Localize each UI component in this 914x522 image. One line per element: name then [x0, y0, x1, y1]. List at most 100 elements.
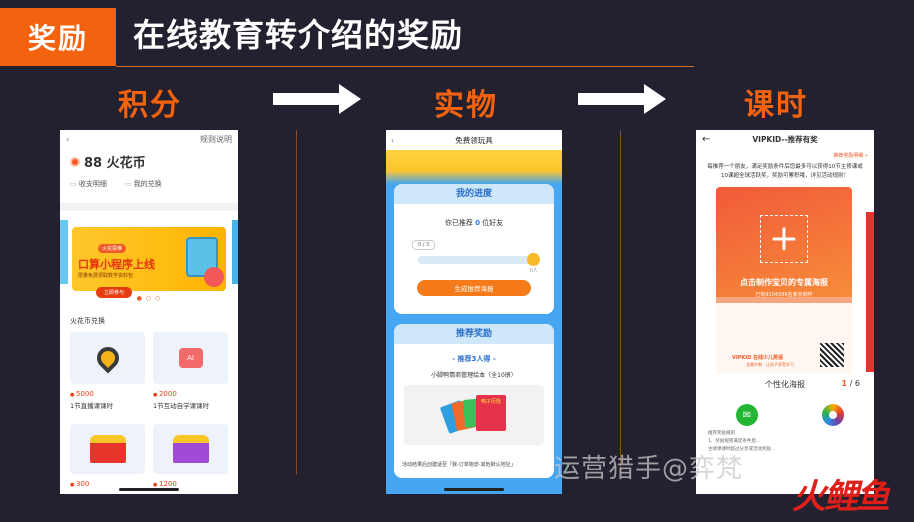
poster-brand-sub: 北美外教 · 让孩子享受学习 [746, 362, 794, 367]
category-lessons: 课时 [744, 88, 808, 123]
referral-count: 你已推荐 0 位好友 [394, 218, 554, 228]
nav-bar: ← VIPKID--推荐有奖 [696, 130, 874, 148]
poster-card[interactable]: + 点击制作宝贝的专属海报 已有9104396名家长制作 VIPKID 在线少儿… [716, 187, 852, 373]
reward-item-name: 小脚鸭情商管理绘本（全10册） [431, 372, 517, 379]
item-price: 300 [70, 480, 145, 488]
reward-title: 推荐奖励 [394, 324, 554, 344]
qr-code-icon [820, 343, 844, 367]
gift-header-art [386, 150, 562, 184]
poster-hero [716, 187, 852, 297]
watermark: 运营猎手@弈梵 [554, 454, 744, 484]
poster-brand: VIPKID 在线少儿英语 [732, 355, 784, 361]
nav-bar: ‹ 免费领玩具 [386, 130, 562, 150]
generate-poster-button[interactable]: 生成推荐海报 [417, 280, 531, 296]
referral-count-prefix: 你已推荐 [444, 219, 473, 227]
arrow-right-icon [273, 84, 361, 114]
item-price: 5000 [70, 390, 145, 398]
item-image [153, 424, 228, 474]
category-physical: 实物 [434, 88, 498, 123]
page-total: / 6 [849, 379, 860, 388]
reward-tier: - 推荐3人得 - [452, 355, 496, 363]
category-points: 积分 [118, 88, 182, 123]
referral-count-suffix: 位好友 [482, 219, 504, 227]
item-name: 1节直播课课时 [70, 402, 114, 410]
item-name: 1节互动自学课课时 [153, 402, 210, 410]
brand-logo: 火鲤鱼 [792, 477, 890, 517]
item-image [70, 332, 145, 384]
promo-banner[interactable]: 火花思维 口算小程序上线 限量免费领取数学资料包 立即参与 [72, 227, 226, 298]
exchange-item[interactable]: 1200 [153, 424, 228, 488]
item-price: 1200 [153, 480, 228, 488]
exchange-item[interactable]: 5000 1节直播课课时 [70, 332, 145, 410]
ai-robot-icon: AI [178, 348, 203, 368]
reward-note: 活动结果后创建适至「我-订单物流-其他默认地址」 [402, 462, 516, 468]
separator [60, 203, 238, 211]
phone-screen-points: ‹ 规则说明 88 火花币 收支明细 我的兑换 火花思维 口算小程序上线 限量免… [60, 130, 238, 494]
back-icon[interactable]: ‹ [66, 134, 70, 144]
rules-line: 主修课课时超过分享或活动奖励... [708, 447, 776, 452]
rules-link[interactable]: 规则说明 [200, 134, 232, 144]
arrow-right-icon [578, 84, 666, 114]
banner-title: 口算小程序上线 [78, 258, 155, 271]
home-indicator [119, 488, 179, 491]
income-detail-link[interactable]: 收支明细 [70, 179, 107, 189]
mascot-illustration [204, 267, 224, 287]
coin-balance-text: 88 火花币 [84, 156, 146, 171]
rules-line: 1、奖励规则满足条件后... [708, 439, 761, 444]
milestone-label: 0人 [529, 268, 538, 274]
page-indicator: 1 / 6 [842, 379, 860, 388]
carousel-prev-card[interactable] [60, 220, 68, 284]
reward-detail-link[interactable]: 推荐奖励明细 » [833, 153, 868, 159]
referral-description: 每推荐一个朋友，满足奖励条件后您最多可以获得10节主修课或10课超全球活跃奖，奖… [707, 164, 863, 179]
poster-label: 个性化海报 [765, 380, 805, 389]
banner-join-button[interactable]: 立即参与 [96, 287, 133, 298]
add-photo-icon[interactable]: + [760, 215, 808, 263]
progress-panel: 我的进度 你已推荐 0 位好友 0 / 3 0人 生成推荐海报 [394, 184, 554, 314]
banner-subtitle: 限量免费领取数学资料包 [78, 273, 134, 279]
page-title: 在线教育转介绍的奖励 [133, 16, 464, 54]
progress-title: 我的进度 [394, 184, 554, 204]
nav-title: VIPKID--推荐有奖 [752, 134, 818, 144]
item-price: 2000 [153, 390, 228, 398]
gift-icon [527, 253, 540, 266]
section-title: 火花币兑换 [70, 317, 105, 325]
poster-subtitle: 已有9104396名家长制作 [755, 292, 813, 298]
next-poster-preview[interactable] [866, 212, 874, 372]
treasure-chest-icon [89, 435, 126, 463]
carousel-dots: ● ○ ○ [136, 295, 162, 302]
page-current: 1 [841, 379, 848, 388]
section-tag: 奖励 [0, 8, 116, 66]
reward-panel: 推荐奖励 - 推荐3人得 - 小脚鸭情商管理绘本（全10册） 鸭子历险 活动结果… [394, 324, 554, 478]
divider-line [296, 130, 297, 475]
coin-balance: 88 火花币 [60, 148, 238, 175]
my-exchange-link[interactable]: 我的兑换 [125, 179, 162, 189]
treasure-chest-icon [172, 435, 209, 463]
book-cover: 鸭子历险 [476, 395, 506, 431]
exchange-item[interactable]: AI 2000 1节互动自学课课时 [153, 332, 228, 410]
share-options: ✉ [696, 390, 874, 426]
poster-title: 点击制作宝贝的专属海报 [740, 278, 828, 287]
location-pin-icon [91, 342, 124, 374]
divider-line [620, 130, 621, 475]
item-image: AI [153, 332, 228, 384]
exchange-item[interactable]: 300 [70, 424, 145, 488]
wechat-icon[interactable]: ✉ [736, 404, 758, 426]
progress-bar [418, 253, 540, 266]
poster-pager: 个性化海报 1 / 6 [696, 379, 874, 390]
item-image [70, 424, 145, 474]
coin-icon [70, 156, 80, 167]
moments-icon[interactable] [822, 404, 844, 426]
reward-image: 鸭子历险 [404, 385, 544, 445]
exchange-grid: 300 1200 [60, 410, 238, 488]
back-arrow-icon[interactable]: ← [702, 133, 711, 145]
exchange-grid: 5000 1节直播课课时 AI 2000 1节互动自学课课时 [60, 332, 238, 410]
rules-text: 推荐奖励规则 1、奖励规则满足条件后... 主修课课时超过分享或活动奖励... [696, 426, 874, 454]
phone-screen-physical: ‹ 免费领玩具 我的进度 你已推荐 0 位好友 0 / 3 0人 生成推荐海报 … [386, 130, 562, 494]
nav-title: 免费领玩具 [455, 135, 493, 145]
back-icon[interactable]: ‹ [391, 135, 394, 145]
referral-count-value: 0 [475, 219, 480, 227]
banner-tag: 火花思维 [98, 244, 127, 253]
account-links: 收支明细 我的兑换 [60, 175, 238, 193]
title-divider [116, 66, 694, 67]
carousel-next-card[interactable] [232, 220, 238, 284]
